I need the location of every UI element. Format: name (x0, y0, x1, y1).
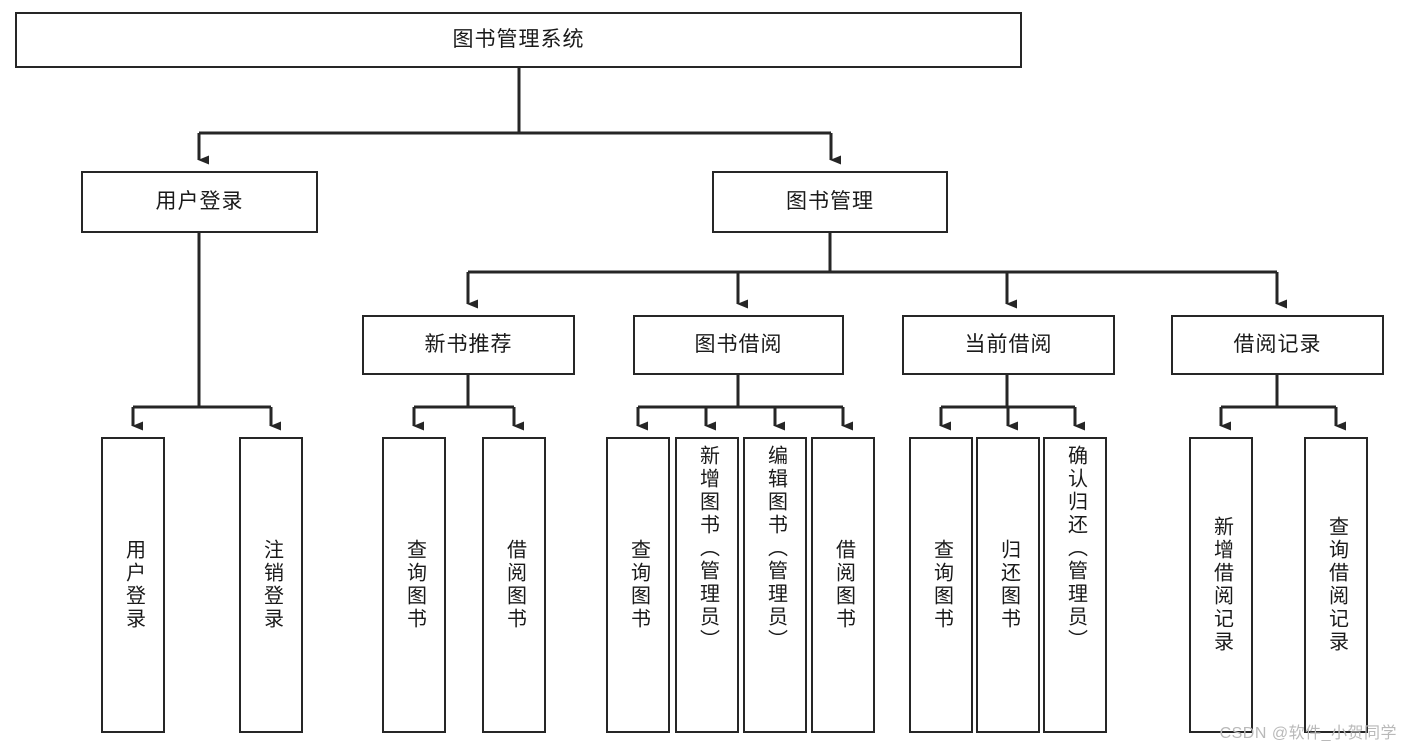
node-leaf-edit-book[interactable]: 编辑图书（管理员） (743, 437, 807, 733)
node-book-manage-label: 图书管理 (786, 189, 874, 213)
node-root[interactable]: 图书管理系统 (15, 12, 1022, 68)
node-current-borrow-label: 当前借阅 (964, 332, 1053, 356)
node-borrow-record[interactable]: 借阅记录 (1171, 315, 1384, 375)
node-leaf-add-book-label: 新增图书（管理员） (696, 445, 719, 652)
node-leaf-query-book-2[interactable]: 查询图书 (606, 437, 670, 733)
node-leaf-return-book-label: 归还图书 (997, 539, 1020, 631)
node-book-manage[interactable]: 图书管理 (712, 171, 948, 233)
node-book-borrow-label: 图书借阅 (694, 332, 783, 356)
node-book-borrow[interactable]: 图书借阅 (633, 315, 844, 375)
node-leaf-query-book-3[interactable]: 查询图书 (909, 437, 973, 733)
node-leaf-query-record[interactable]: 查询借阅记录 (1304, 437, 1368, 733)
node-current-borrow[interactable]: 当前借阅 (902, 315, 1115, 375)
node-leaf-user-login[interactable]: 用户登录 (101, 437, 165, 733)
node-leaf-return-book[interactable]: 归还图书 (976, 437, 1040, 733)
node-new-book-recommend-label: 新书推荐 (424, 332, 513, 356)
node-leaf-add-record[interactable]: 新增借阅记录 (1189, 437, 1253, 733)
node-leaf-confirm-return[interactable]: 确认归还（管理员） (1043, 437, 1107, 733)
node-user-login[interactable]: 用户登录 (81, 171, 318, 233)
node-leaf-borrow-book-2-label: 借阅图书 (832, 539, 855, 631)
node-leaf-query-book-3-label: 查询图书 (930, 539, 953, 631)
node-root-label: 图书管理系统 (452, 27, 585, 51)
node-leaf-query-book-1[interactable]: 查询图书 (382, 437, 446, 733)
node-leaf-logout-login-label: 注销登录 (260, 539, 283, 631)
node-leaf-borrow-book-2[interactable]: 借阅图书 (811, 437, 875, 733)
node-new-book-recommend[interactable]: 新书推荐 (362, 315, 575, 375)
node-leaf-confirm-return-label: 确认归还（管理员） (1064, 445, 1087, 652)
node-leaf-query-record-label: 查询借阅记录 (1325, 516, 1348, 654)
node-leaf-borrow-book-1-label: 借阅图书 (503, 539, 526, 631)
node-leaf-edit-book-label: 编辑图书（管理员） (764, 445, 787, 652)
node-user-login-label: 用户登录 (155, 189, 244, 213)
node-leaf-query-book-2-label: 查询图书 (627, 539, 650, 631)
node-leaf-borrow-book-1[interactable]: 借阅图书 (482, 437, 546, 733)
node-leaf-add-book[interactable]: 新增图书（管理员） (675, 437, 739, 733)
node-leaf-query-book-1-label: 查询图书 (403, 539, 426, 631)
csdn-watermark: CSDN @软件_小贺同学 (1219, 725, 1397, 742)
node-leaf-user-login-label: 用户登录 (122, 539, 145, 631)
node-leaf-logout-login[interactable]: 注销登录 (239, 437, 303, 733)
node-leaf-add-record-label: 新增借阅记录 (1210, 516, 1233, 654)
node-borrow-record-label: 借阅记录 (1233, 332, 1322, 356)
